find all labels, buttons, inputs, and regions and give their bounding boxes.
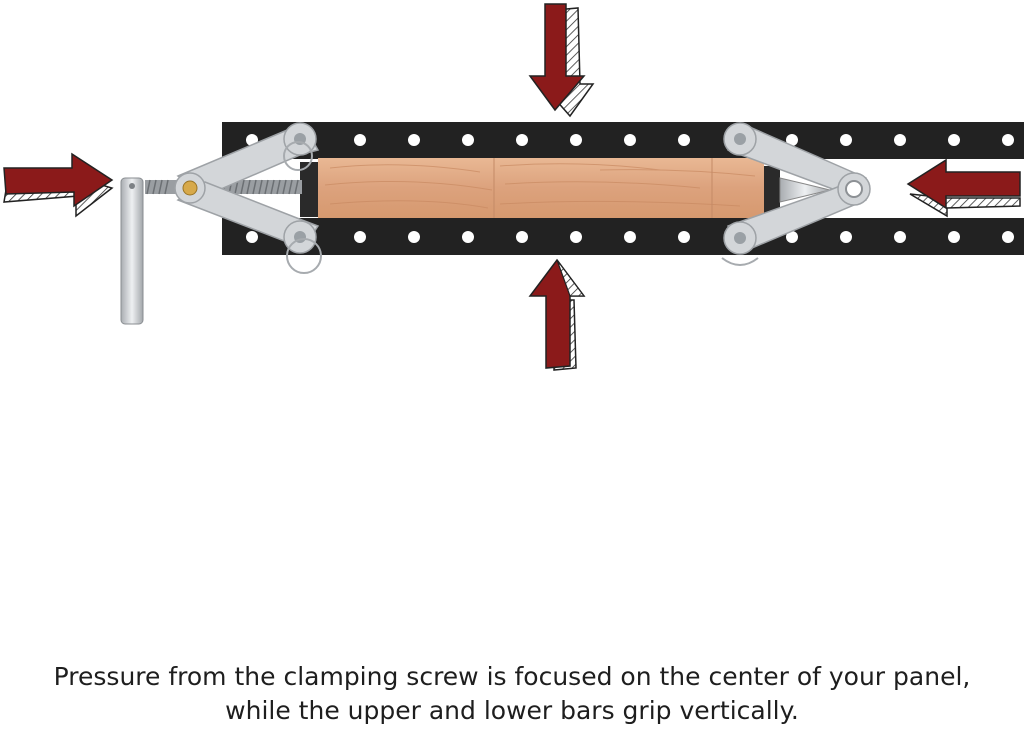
caption-line-2: while the upper and lower bars grip vert… — [225, 696, 799, 725]
pin-rings — [283, 141, 322, 274]
wood-panel — [318, 158, 764, 218]
left-linkage — [174, 122, 320, 254]
clamp-illustration — [3, 3, 1024, 371]
arrow-bottom-up — [528, 258, 586, 371]
caption: Pressure from the clamping screw is focu… — [0, 660, 1024, 728]
upper-bar — [222, 122, 1024, 159]
arrow-left-right — [3, 152, 114, 218]
arrow-right-left — [906, 158, 1021, 218]
arrow-top-down — [528, 3, 595, 118]
caption-line-1: Pressure from the clamping screw is focu… — [53, 662, 971, 691]
lower-bar — [222, 218, 1024, 255]
t-handle — [120, 177, 144, 325]
